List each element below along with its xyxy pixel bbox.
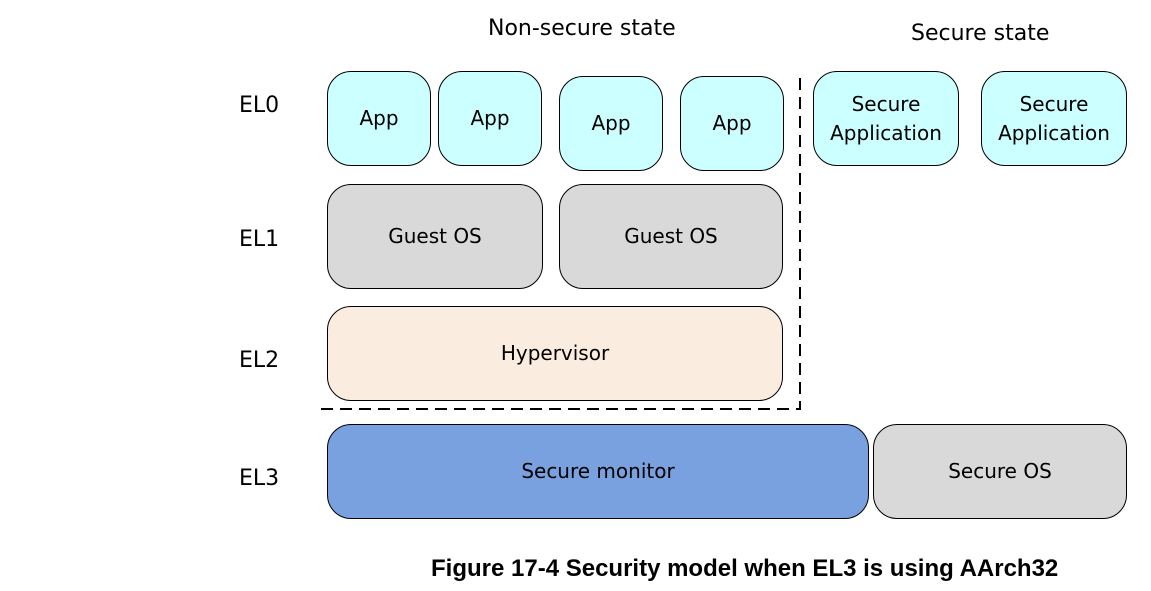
- app-label: App: [591, 111, 631, 135]
- secure-monitor-label: Secure monitor: [521, 459, 675, 483]
- el0-label: EL0: [239, 93, 280, 118]
- secure-state-header: Secure state: [911, 21, 1050, 46]
- figure-caption: Figure 17-4 Security model when EL3 is u…: [431, 555, 1059, 582]
- app-label: App: [470, 106, 510, 130]
- app-box: App: [559, 76, 663, 171]
- app-label: App: [359, 106, 399, 130]
- secure-application-box: Secure Application: [981, 71, 1127, 166]
- guest-os-box: Guest OS: [327, 184, 543, 289]
- secure-os-box: Secure OS: [873, 424, 1127, 519]
- secure-application-box: Secure Application: [813, 71, 959, 166]
- guest-os-box: Guest OS: [559, 184, 783, 289]
- app-box: App: [327, 71, 431, 166]
- app-box: App: [680, 76, 784, 171]
- secure-os-label: Secure OS: [948, 459, 1052, 483]
- secure-monitor-box: Secure monitor: [327, 424, 869, 519]
- el2-label: EL2: [239, 348, 280, 373]
- secure-application-label: Secure Application: [998, 91, 1110, 145]
- secure-application-label: Secure Application: [830, 91, 942, 145]
- app-box: App: [438, 71, 542, 166]
- non-secure-state-header: Non-secure state: [488, 16, 676, 41]
- hypervisor-box: Hypervisor: [327, 306, 783, 401]
- guest-os-label: Guest OS: [624, 224, 718, 248]
- guest-os-label: Guest OS: [388, 224, 482, 248]
- el1-label: EL1: [239, 227, 280, 252]
- app-label: App: [712, 111, 752, 135]
- el3-label: EL3: [239, 466, 280, 491]
- hypervisor-label: Hypervisor: [500, 341, 610, 365]
